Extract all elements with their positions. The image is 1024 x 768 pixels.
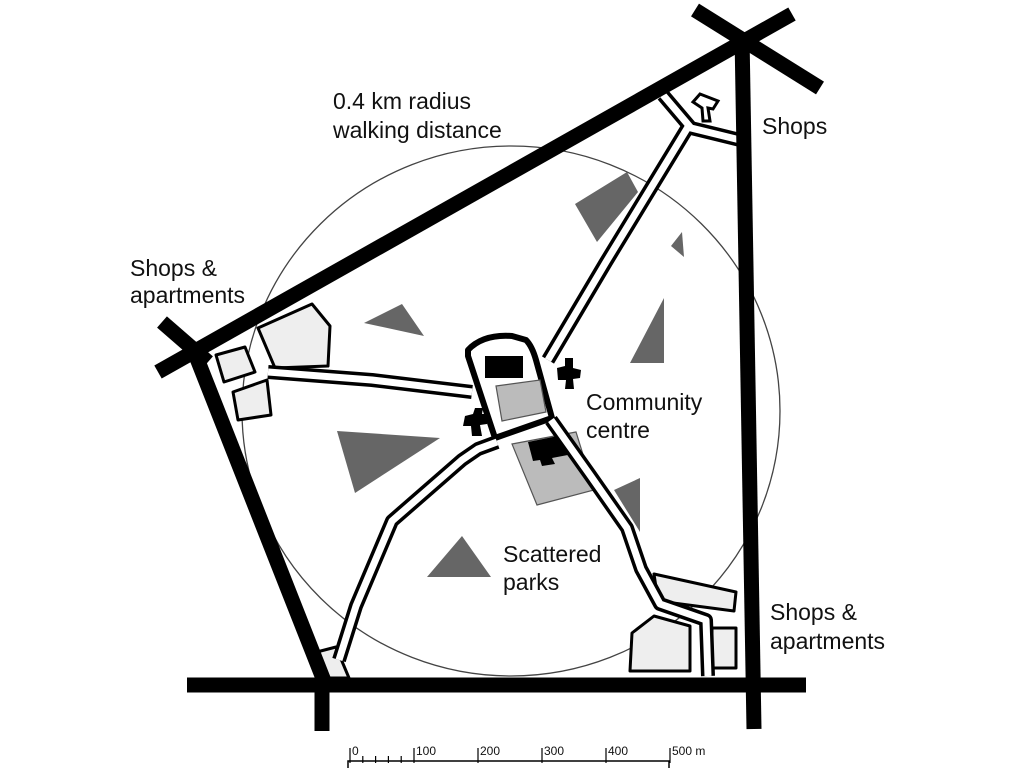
scale-label: 200 bbox=[480, 744, 500, 758]
scale-bar-frame bbox=[347, 760, 670, 768]
buildings bbox=[214, 302, 738, 680]
park bbox=[337, 431, 440, 493]
scale-ticks bbox=[349, 748, 671, 763]
footpaths bbox=[267, 90, 742, 677]
park bbox=[671, 232, 684, 257]
parks bbox=[337, 172, 684, 577]
park bbox=[427, 536, 491, 577]
parks-label-line1: Scattered bbox=[503, 541, 601, 567]
radius-label-line2: walking distance bbox=[332, 117, 502, 143]
scale-bar: 0 100 200 300 400 500 m bbox=[347, 744, 705, 768]
shops-apts-left-label-line2: apartments bbox=[130, 282, 245, 308]
community-label-line2: centre bbox=[586, 417, 650, 443]
building bbox=[214, 345, 257, 384]
shops-apts-left-label-line1: Shops & bbox=[130, 255, 217, 281]
shop-building bbox=[690, 92, 721, 123]
scale-label: 400 bbox=[608, 744, 628, 758]
park bbox=[614, 478, 640, 532]
scale-label: 300 bbox=[544, 744, 564, 758]
community-centre bbox=[463, 332, 595, 506]
road-diagonal-northeast bbox=[691, 3, 824, 95]
scale-label: 100 bbox=[416, 744, 436, 758]
scale-label: 500 m bbox=[672, 744, 705, 758]
road-east bbox=[734, 35, 762, 730]
shops-apts-right-label-line1: Shops & bbox=[770, 599, 857, 625]
community-label-line1: Community bbox=[586, 389, 703, 415]
labels: 0.4 km radius walking distance Shops Sho… bbox=[130, 88, 885, 654]
building bbox=[628, 614, 692, 673]
community-building bbox=[485, 356, 523, 378]
community-hall bbox=[495, 379, 547, 422]
parks-label-line2: parks bbox=[503, 569, 559, 595]
scale-labels: 0 100 200 300 400 500 m bbox=[352, 744, 705, 758]
shops-apts-right-label-line2: apartments bbox=[770, 628, 885, 654]
main-roads bbox=[154, 3, 824, 731]
park bbox=[630, 298, 664, 363]
church-icon-right bbox=[557, 358, 581, 389]
building bbox=[231, 378, 273, 422]
building bbox=[256, 302, 332, 370]
road-diagonal-north bbox=[154, 7, 796, 379]
radius-label-line1: 0.4 km radius bbox=[333, 88, 471, 114]
scale-label: 0 bbox=[352, 744, 359, 758]
church-icon-left bbox=[463, 408, 489, 436]
building bbox=[710, 626, 738, 670]
shops-top-label: Shops bbox=[762, 113, 827, 139]
park bbox=[364, 304, 424, 336]
road-west bbox=[189, 353, 333, 689]
park bbox=[575, 172, 638, 242]
